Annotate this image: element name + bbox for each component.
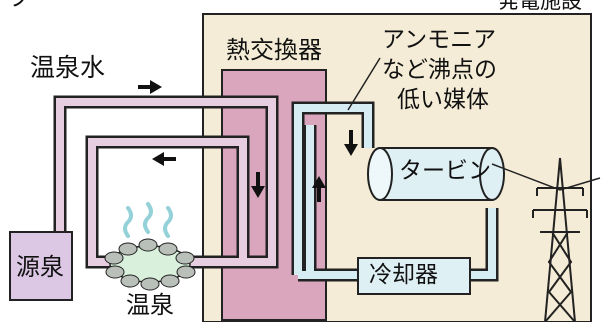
right-arrow-icon [138,80,162,94]
turbine-label: タービン [399,158,491,184]
hot-spring-label: 温泉 [126,291,174,319]
steam-icon [123,202,173,238]
turbine [367,147,505,201]
left-arrow-icon [152,152,176,166]
hot-spring-water-label: 温泉水 [30,53,106,82]
medium-label-line1: アンモニア [382,27,497,53]
header-title: フ ー [8,0,250,11]
medium-label-line2: など沸点の [382,57,497,83]
power-line [491,163,601,191]
transmission-tower-icon [532,157,588,322]
medium-pipe [291,101,499,282]
down-arrow-icon [344,130,358,156]
source-label: 源泉 [16,253,64,281]
cooler-label: 冷却器 [369,262,438,288]
medium-label-line3: 低い媒体 [397,87,489,113]
cooler [357,257,471,295]
source-box [9,231,73,301]
facility-label: 発電施設 [498,0,582,13]
medium-leader-line [347,57,381,111]
hot-spring-pool [104,238,196,291]
heat-exchanger-label: 熱交換器 [226,36,322,64]
down-arrow-icon [251,172,265,198]
up-arrow-icon [312,176,326,202]
